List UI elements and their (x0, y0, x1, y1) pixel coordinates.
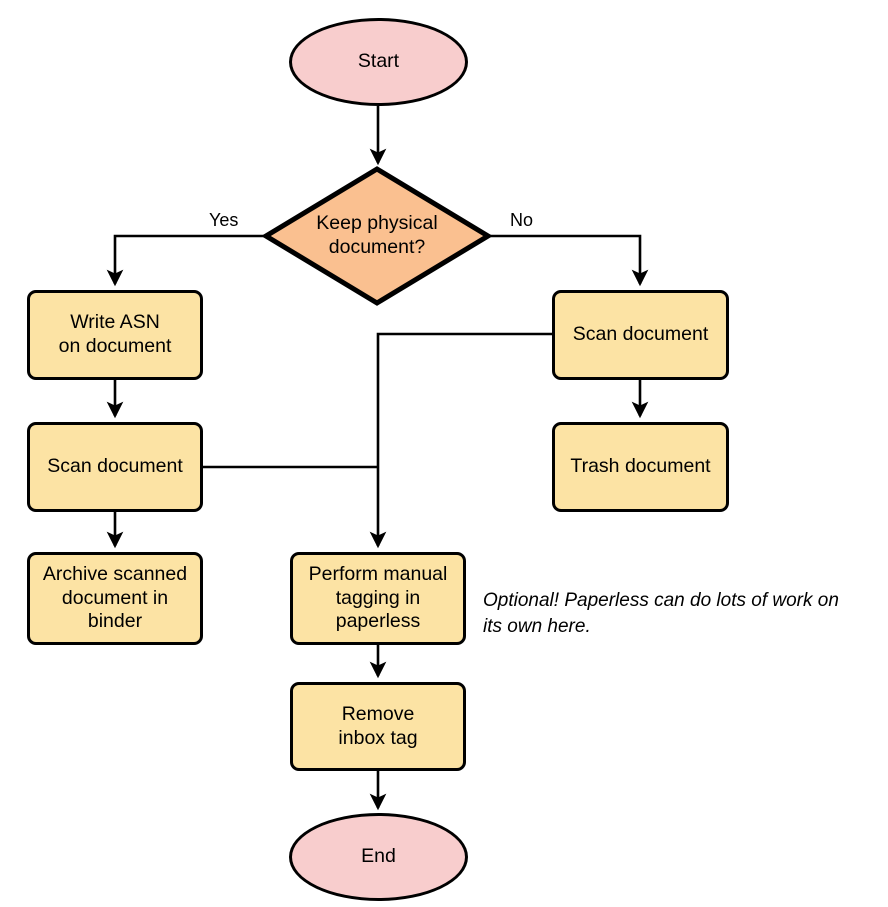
edge-label-yes: Yes (209, 210, 239, 230)
node-write-asn-label: Write ASN on document (58, 311, 172, 357)
edge-decision-yes-to-write-asn (106, 234, 265, 287)
node-remove-inbox-label: Remove inbox tag (338, 702, 418, 749)
annotation-optional-note: Optional! Paperless can do lots of work … (483, 590, 839, 637)
diamond-shape (261, 166, 493, 306)
node-start[interactable]: Start (289, 18, 468, 106)
node-end-label: End (361, 845, 396, 868)
edge-decision-no-to-scan-right (490, 234, 649, 287)
node-remove-inbox-tag[interactable]: Remove inbox tag (290, 682, 466, 771)
edge-scan-right-to-tagging (369, 332, 552, 549)
node-write-asn-on-document[interactable]: Write ASN on document (27, 290, 203, 380)
node-perform-manual-tagging[interactable]: Perform manual tagging in paperless (290, 552, 466, 645)
node-tagging-label: Perform manual tagging in paperless (308, 562, 448, 633)
node-scan-document-right[interactable]: Scan document (552, 290, 729, 380)
node-trash-document[interactable]: Trash document (552, 422, 729, 512)
edge-label-no: No (510, 210, 534, 230)
node-archive-label: Archive scanned document in binder (42, 562, 188, 633)
node-end[interactable]: End (289, 813, 468, 901)
node-decision-label: Keep physical document? (316, 212, 438, 258)
node-decision-keep-physical-document[interactable]: Keep physical document? (261, 166, 493, 306)
node-scan-document-left-label: Scan document (47, 455, 183, 478)
node-archive-scanned-document[interactable]: Archive scanned document in binder (27, 552, 203, 645)
node-start-label: Start (357, 50, 400, 73)
node-trash-document-label: Trash document (570, 455, 711, 478)
node-scan-document-right-label: Scan document (572, 323, 709, 346)
node-scan-document-left[interactable]: Scan document (27, 422, 203, 512)
